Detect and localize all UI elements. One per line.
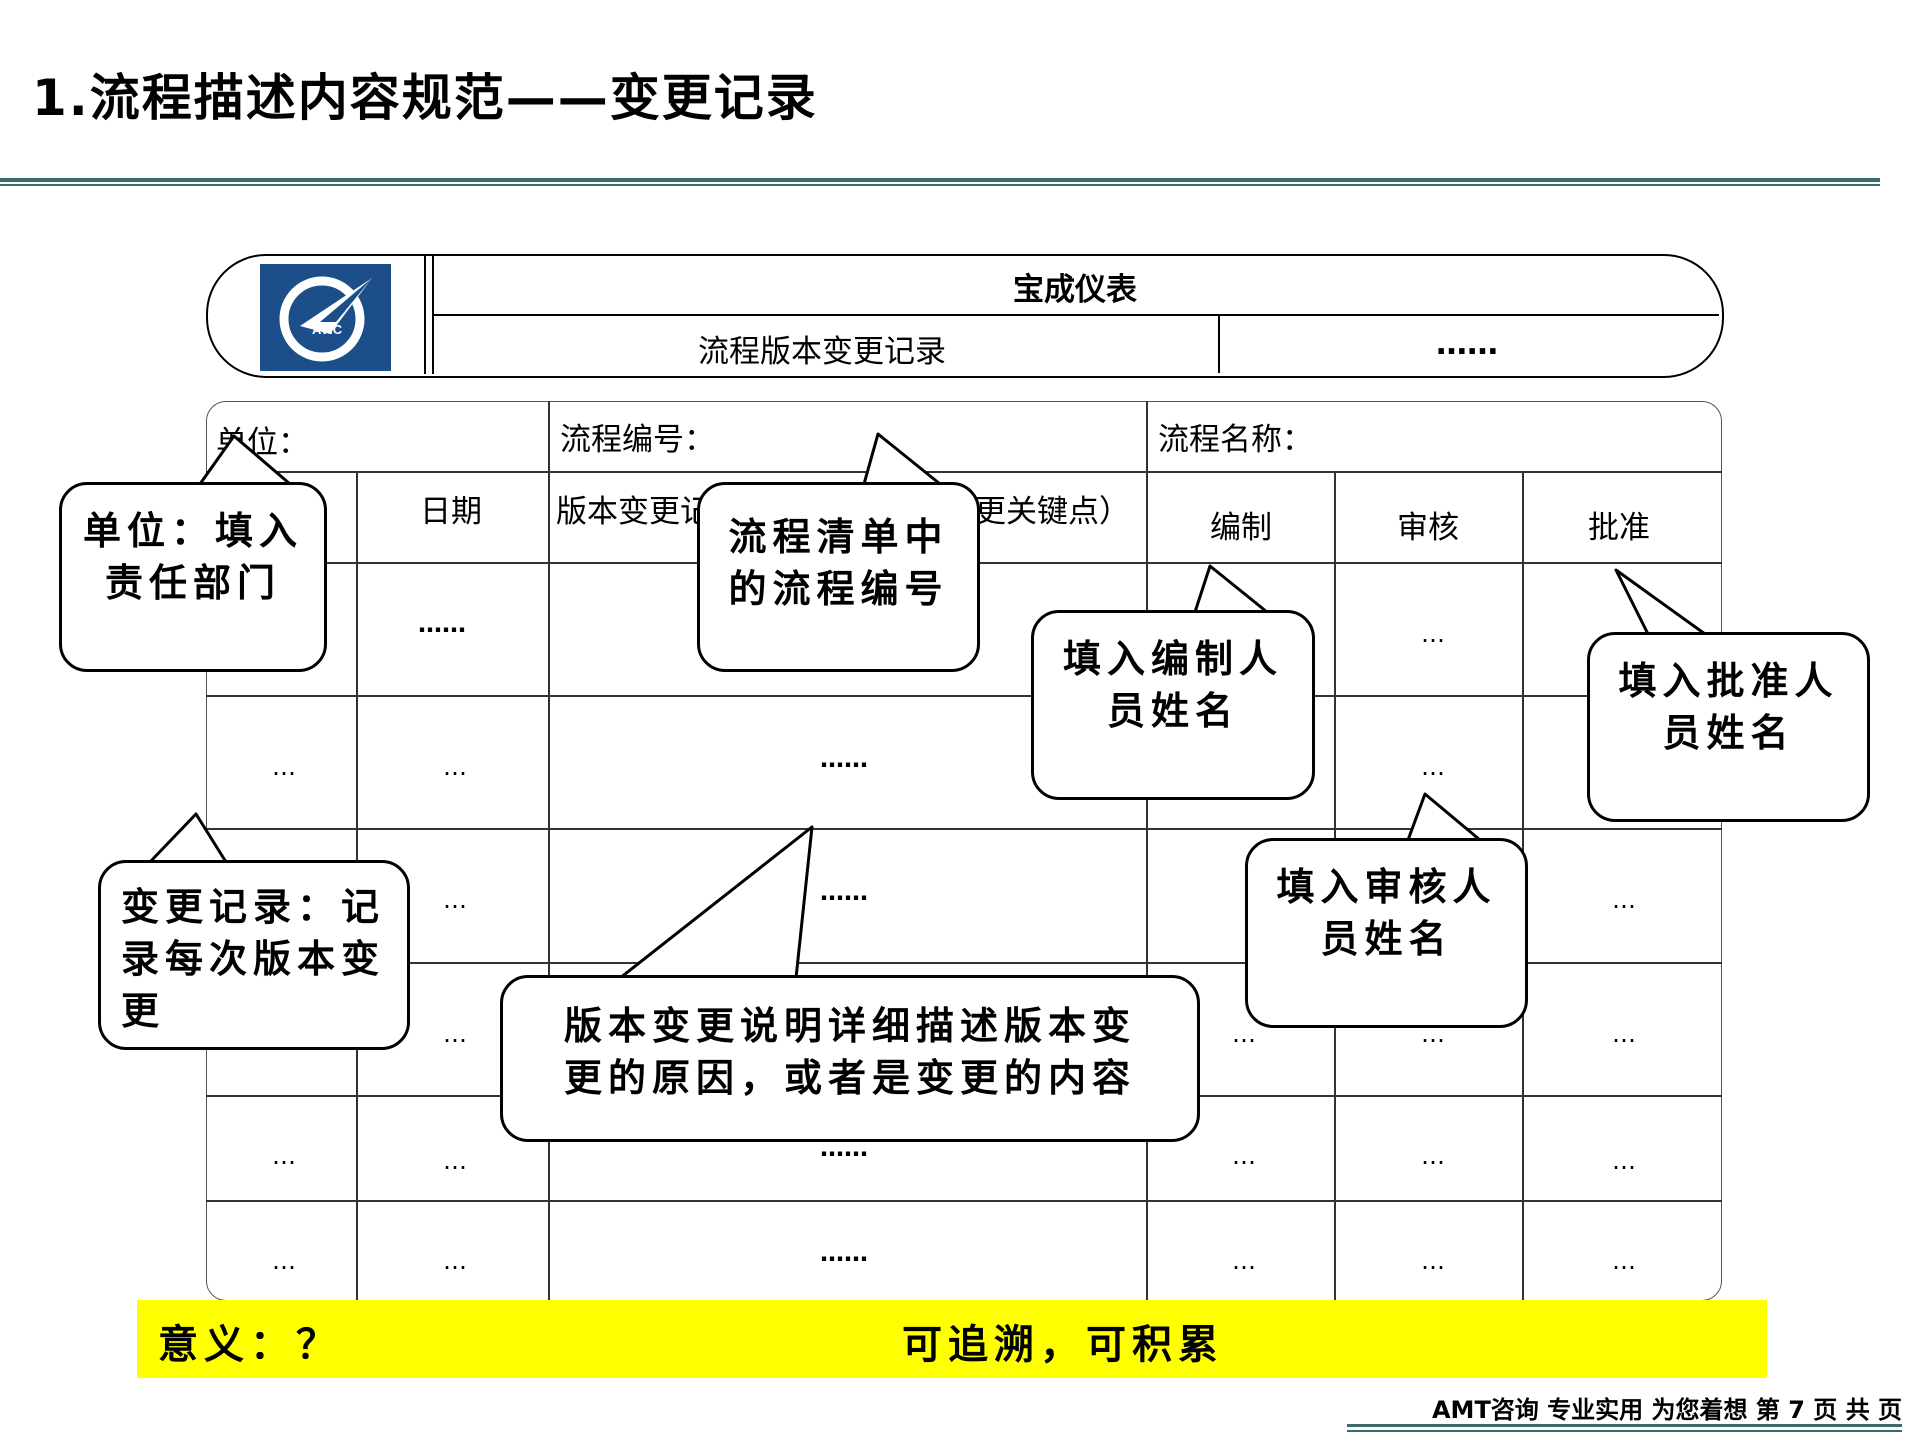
table-col-divider — [548, 401, 550, 1300]
cell-ellipsis: … — [443, 753, 467, 781]
cell-ellipsis: … — [1421, 1247, 1445, 1275]
table-row-divider — [206, 962, 1722, 964]
footer-rule-thin — [1347, 1430, 1902, 1432]
callout-change-desc: 版本变更说明详细描述版本变更的原因，或者是变更的内容 — [500, 975, 1200, 1142]
footer-rule — [1347, 1424, 1902, 1427]
col-reviewer: 审核 — [1397, 510, 1459, 546]
cell-ellipsis: … — [1421, 753, 1445, 781]
cell-ellipsis: … — [1612, 886, 1636, 914]
col-date: 日期 — [420, 494, 482, 530]
callout-unit: 单位：填入责任部门 — [59, 482, 327, 672]
table-row-divider — [206, 828, 1722, 830]
header-hline — [433, 314, 1719, 316]
table-row-divider — [206, 695, 1722, 697]
header-box — [206, 254, 1724, 378]
callout-reviewer: 填入审核人员姓名 — [1245, 838, 1528, 1028]
company-name: 宝成仪表 — [1013, 272, 1137, 308]
callout-approver: 填入批准人员姓名 — [1587, 632, 1870, 822]
callout-process-no: 流程清单中的流程编号 — [697, 482, 980, 672]
callout-editor: 填入编制人员姓名 — [1031, 610, 1315, 800]
cell-ellipsis: …… — [820, 745, 868, 773]
cell-ellipsis: …… — [820, 878, 868, 906]
title-divider — [0, 178, 1880, 182]
header-divider-3 — [1218, 315, 1220, 373]
page-title: 1.流程描述内容规范——变更记录 — [32, 69, 818, 127]
col-change-desc: 版本变更记 — [556, 494, 711, 530]
cell-ellipsis: … — [1232, 1142, 1256, 1170]
cell-ellipsis: … — [272, 1142, 296, 1170]
table-col-divider — [1146, 401, 1148, 1300]
record-title: 流程版本变更记录 — [698, 334, 946, 370]
cell-ellipsis: … — [272, 753, 296, 781]
col-approver: 批准 — [1588, 510, 1650, 546]
cell-ellipsis: … — [1612, 1020, 1636, 1048]
cell-ellipsis: … — [1232, 1020, 1256, 1048]
col-editor: 编制 — [1210, 510, 1272, 546]
col-change-desc-tail: 更关键点） — [975, 494, 1130, 530]
svg-text:AVIC: AVIC — [312, 322, 343, 337]
cell-ellipsis: … — [1421, 1142, 1445, 1170]
table-row-divider — [206, 1200, 1722, 1202]
cell-ellipsis: … — [443, 1247, 467, 1275]
cell-ellipsis: … — [443, 1147, 467, 1175]
cell-ellipsis: …… — [418, 610, 466, 638]
cell-ellipsis: …… — [820, 1239, 868, 1267]
callout-change-record: 变更记录：记录每次版本变更 — [98, 860, 410, 1050]
process-no-label: 流程编号： — [560, 422, 715, 458]
cell-ellipsis: … — [1232, 1247, 1256, 1275]
cell-ellipsis: … — [1612, 1147, 1636, 1175]
meaning-banner — [137, 1300, 1767, 1378]
meaning-label: 意义：？ — [158, 1322, 342, 1368]
footer-text: AMT咨询 专业实用 为您着想 第 7 页 共 页 — [1431, 1396, 1902, 1424]
cell-ellipsis: … — [1421, 620, 1445, 648]
title-divider-thin — [0, 184, 1880, 186]
cell-ellipsis: … — [272, 1247, 296, 1275]
cell-ellipsis: … — [443, 1020, 467, 1048]
table-row-divider — [206, 471, 1722, 473]
cell-ellipsis: … — [443, 886, 467, 914]
doc-code: …… — [1436, 326, 1498, 362]
header-divider-1 — [424, 254, 426, 374]
meaning-value: 可追溯，可积累 — [902, 1322, 1224, 1368]
process-name-label: 流程名称： — [1158, 422, 1313, 458]
avic-logo-icon: AVIC — [260, 264, 391, 371]
cell-ellipsis: … — [1612, 1247, 1636, 1275]
